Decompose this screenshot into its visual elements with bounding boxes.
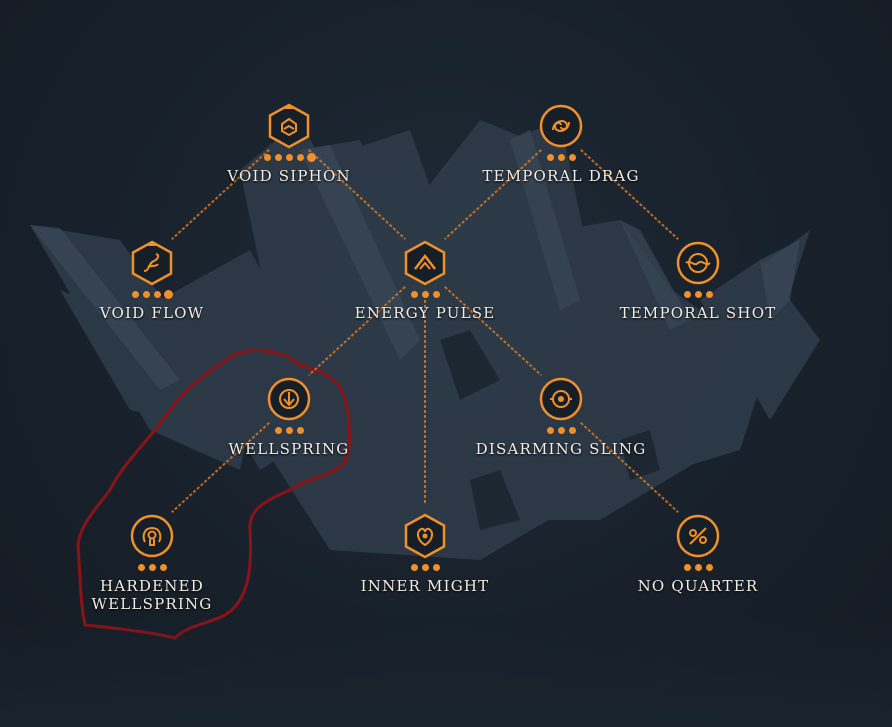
rank-pips [122,291,182,298]
rank-pips [395,564,455,571]
skill-label: ENERGY PULSE [354,304,496,322]
rank-pip [432,291,440,298]
rank-pip [285,154,293,161]
sling-ring-icon[interactable] [537,375,585,423]
rank-pip [159,564,167,571]
rank-pip [410,564,418,571]
skill-node-temporal-shot[interactable]: TEMPORAL SHOT [620,241,775,322]
skill-node-temporal-drag[interactable]: TEMPORAL DRAG [482,104,638,185]
rank-pips [395,291,455,298]
skill-node-energy-pulse[interactable]: ENERGY PULSE [355,240,494,322]
rank-pip [546,427,554,434]
rank-pip [296,154,304,161]
rank-pip [694,291,702,298]
keyhole-shield-icon[interactable] [128,512,176,560]
rank-pips [259,427,319,434]
rank-pip [274,154,282,161]
connector-wellspring-hardened-wellspring [171,422,270,513]
rank-pip [546,154,554,161]
rank-pip [154,291,161,298]
rank-pip-burst [165,291,172,298]
skill-label: WELLSPRING [228,440,350,458]
connector-temporal-drag-energy-pulse [444,149,542,240]
rank-pip-burst [307,154,315,161]
skill-node-disarming-sling[interactable]: DISARMING SLING [476,377,645,458]
chevron-shield-icon[interactable] [265,102,313,150]
rank-pip [432,564,440,571]
rank-pip [285,427,293,434]
skill-label: VOID FLOW [99,304,205,322]
rank-pip [143,291,150,298]
rank-pip [568,427,576,434]
rank-pip [137,564,145,571]
skill-node-void-siphon[interactable]: VOID SIPHON [227,103,350,185]
skill-label: TEMPORAL SHOT [619,304,777,322]
rank-pip [568,154,576,161]
connector-void-siphon-void-flow [171,149,270,240]
rank-pip [421,291,429,298]
rank-pips [531,154,591,161]
rank-pip [683,291,691,298]
highlight-outline [76,349,352,640]
rank-pip [410,291,418,298]
connector-energy-pulse-disarming-sling [444,286,542,376]
rank-pip [705,564,713,571]
rank-pips [668,291,728,298]
skill-label: INNER MIGHT [360,577,490,595]
target-wave-icon[interactable] [674,239,722,287]
connector-energy-pulse-wellspring [308,286,406,376]
skill-label: VOID SIPHON [227,167,351,185]
rank-pips [259,154,319,161]
rank-pip [148,564,156,571]
pulse-arrow-icon[interactable] [401,239,449,287]
skill-label: DISARMING SLING [475,440,647,458]
rank-pip [683,564,691,571]
swirl-icon[interactable] [537,102,585,150]
skill-node-void-flow[interactable]: VOID FLOW [100,240,203,322]
flame-heart-icon[interactable] [401,512,449,560]
rank-pip [296,427,304,434]
connector-temporal-drag-temporal-shot [580,149,679,240]
rank-pips [668,564,728,571]
rank-pip [694,564,702,571]
skill-node-inner-might[interactable]: INNER MIGHT [361,513,488,595]
wave-flow-icon[interactable] [128,239,176,287]
rank-pips [531,427,591,434]
rank-pips [122,564,182,571]
rank-pip [274,427,282,434]
rank-pip [132,291,139,298]
rank-pip [557,427,565,434]
skill-node-wellspring[interactable]: WELLSPRING [229,377,348,458]
down-arrow-circle-icon[interactable] [265,375,313,423]
connector-void-siphon-energy-pulse [308,149,406,240]
skill-label: TEMPORAL DRAG [482,167,640,185]
rank-pip [421,564,429,571]
rank-pip [557,154,565,161]
rank-pip [263,154,271,161]
skill-label: NO QUARTER [637,577,759,595]
rank-pip [705,291,713,298]
crossed-blades-icon[interactable] [674,512,722,560]
skill-node-no-quarter[interactable]: NO QUARTER [638,514,757,595]
connector-disarming-sling-no-quarter [580,422,679,513]
